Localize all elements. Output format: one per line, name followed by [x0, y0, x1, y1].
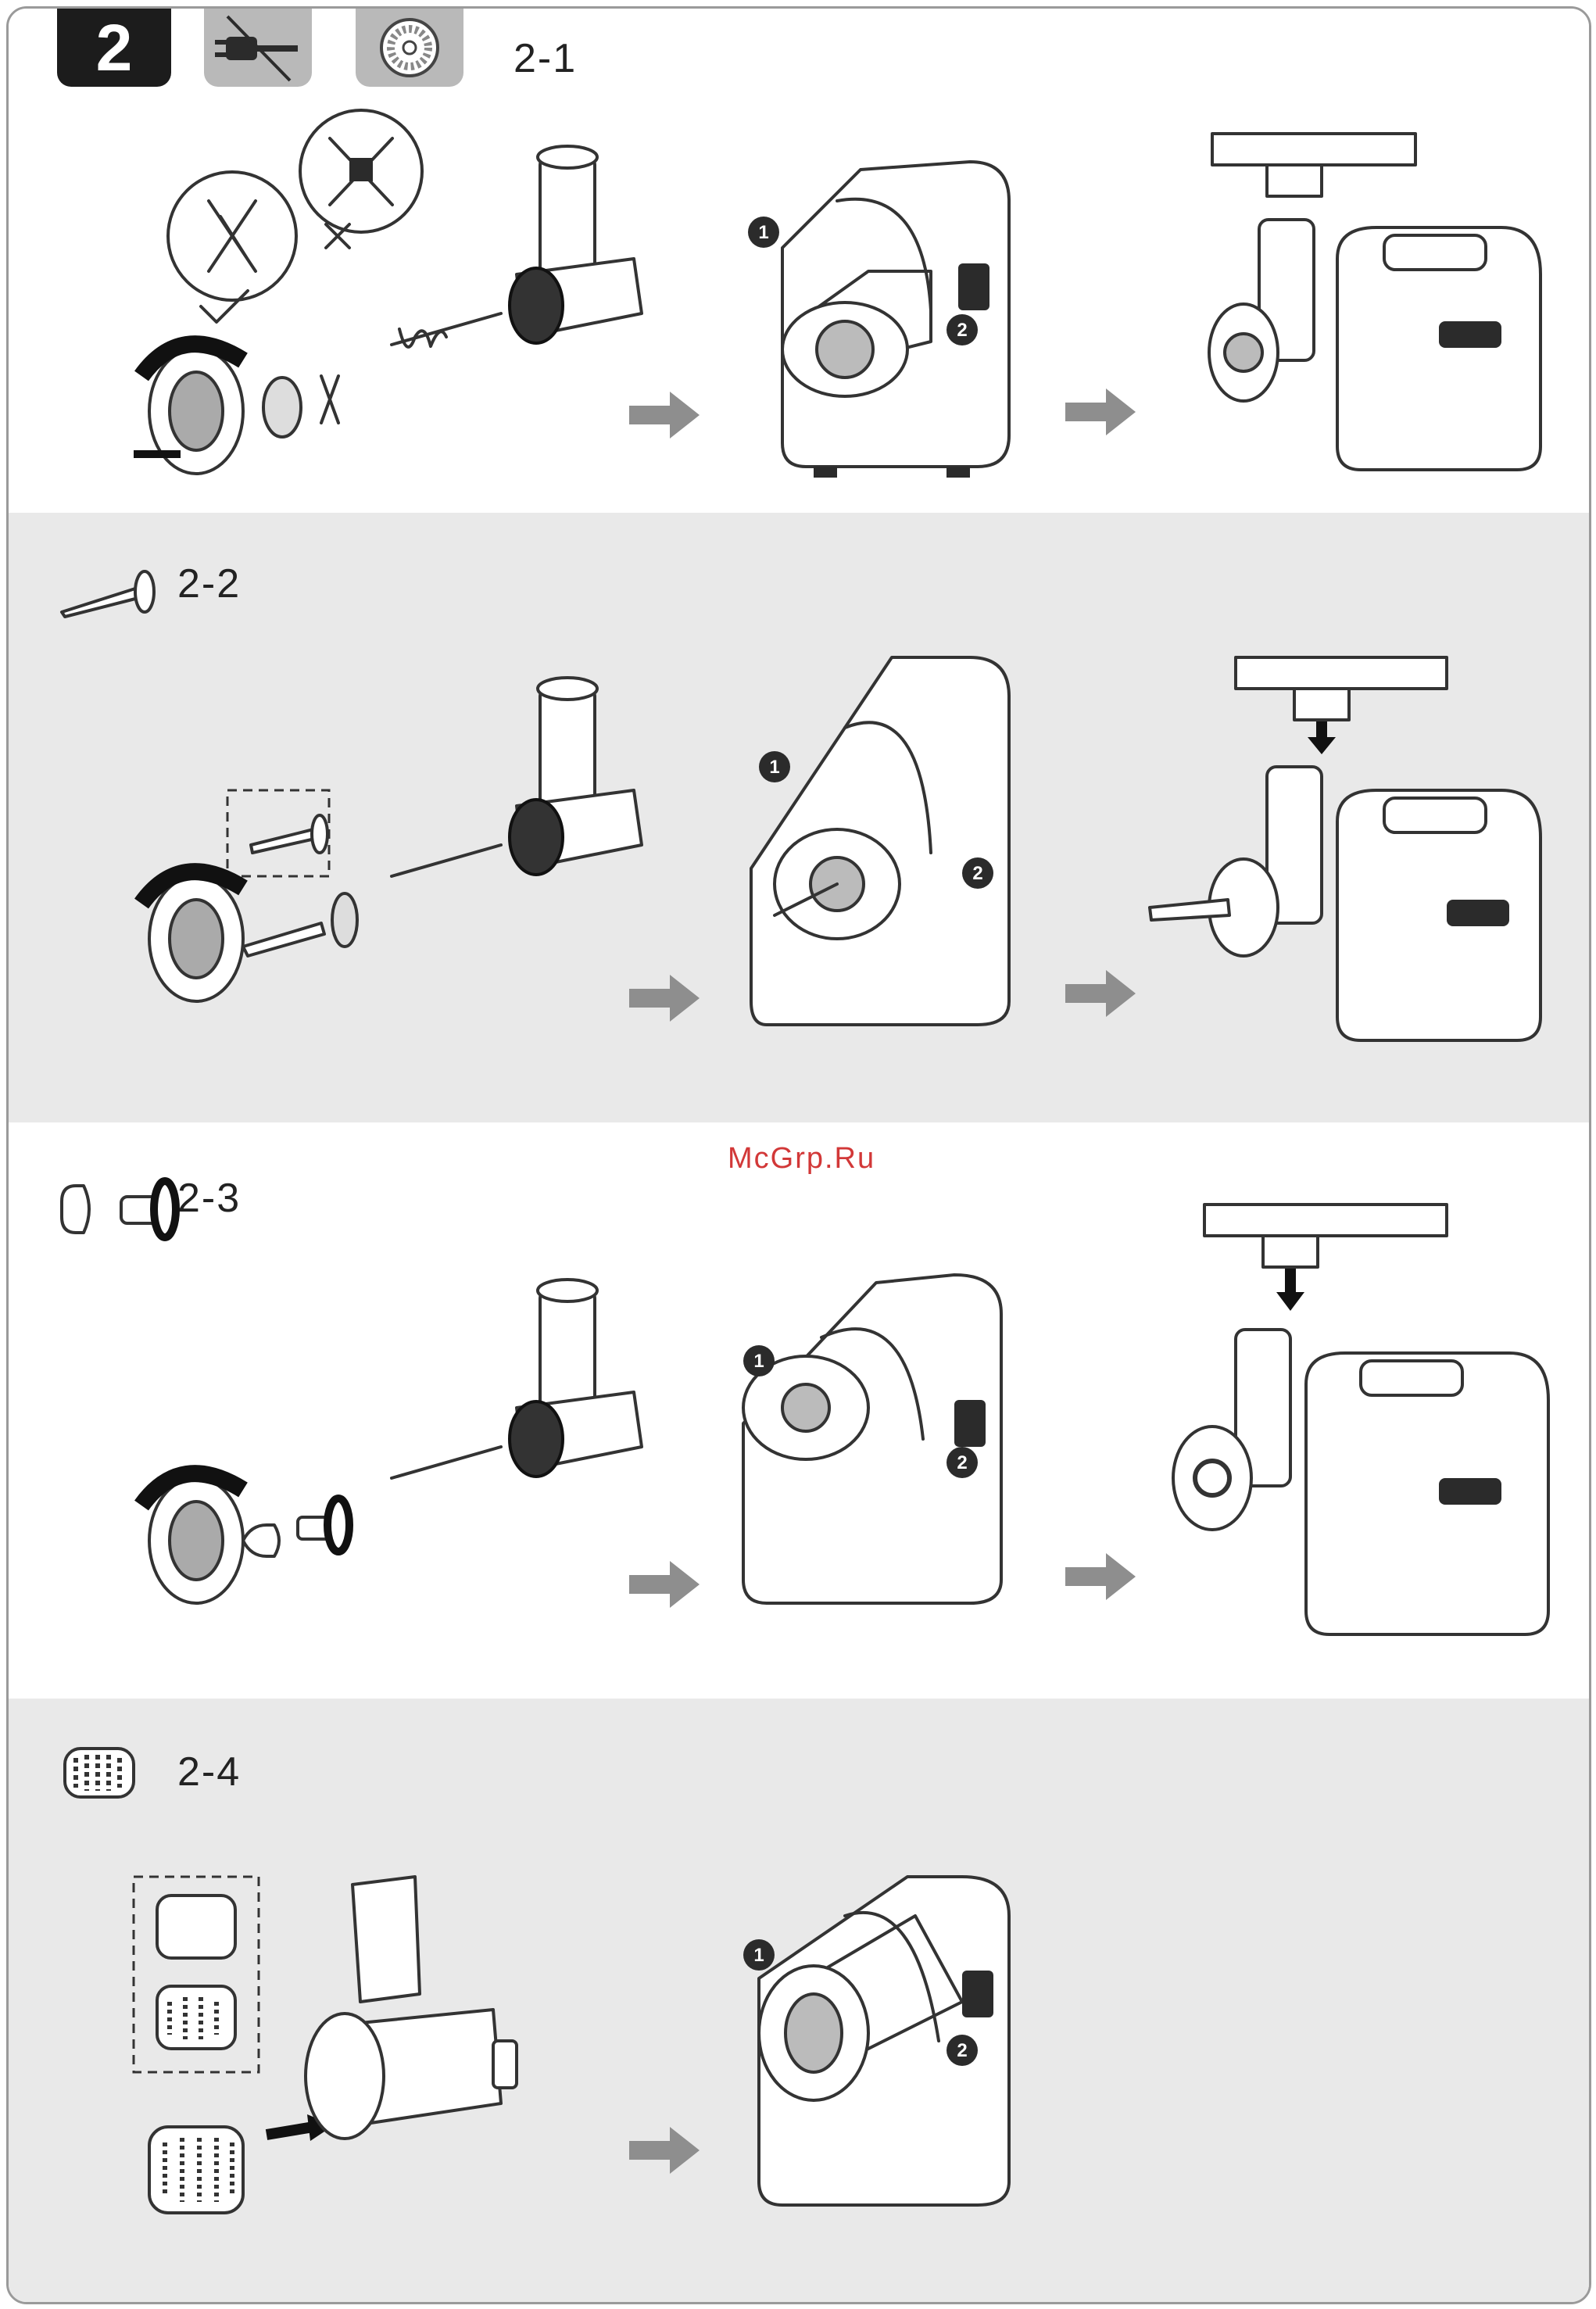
- svg-text:2: 2: [957, 1452, 967, 1473]
- svg-text:1: 1: [758, 222, 768, 243]
- section-number: 2: [57, 9, 171, 87]
- assembled-machine-2-1: [1197, 118, 1556, 493]
- next-arrow-icon: [1065, 970, 1136, 1017]
- assembled-machine-2-3: [1150, 1197, 1556, 1650]
- machine-mounting-2-3: 1 2: [720, 1267, 1017, 1611]
- grater-drum-icon: [59, 1742, 140, 1803]
- unplug-icon: [204, 9, 312, 87]
- next-arrow-icon: [629, 1561, 700, 1608]
- sausage-nozzle-icon: [57, 565, 159, 620]
- exploded-assembly-2-2: [134, 673, 665, 1001]
- next-arrow-icon: [629, 975, 700, 1022]
- mincing-plate-icon: [356, 9, 463, 87]
- step-label-2-3: 2-3: [177, 1175, 241, 1222]
- exploded-assembly-2-3: [134, 1291, 665, 1619]
- manual-page: 2 2-1 2-2 2-3 2-4 McGrp.Ru: [6, 6, 1591, 2304]
- svg-text:2: 2: [972, 863, 982, 884]
- svg-text:2: 2: [957, 2040, 967, 2061]
- kibbeh-attachment-icon: [54, 1178, 187, 1248]
- next-arrow-icon: [629, 2127, 700, 2174]
- exploded-assembly-2-1: [134, 141, 665, 485]
- assembled-machine-2-2: [1134, 650, 1556, 1056]
- machine-mounting-2-2: 1 2: [735, 650, 1017, 1040]
- next-arrow-icon: [629, 392, 700, 439]
- step-label-2-1: 2-1: [514, 35, 577, 82]
- machine-mounting-2-4: 1 2: [728, 1869, 1025, 2213]
- svg-text:1: 1: [753, 1351, 764, 1372]
- step-label-2-4: 2-4: [177, 1749, 241, 1795]
- grater-assembly-2-4: [126, 1869, 532, 2228]
- watermark: McGrp.Ru: [728, 1142, 875, 1176]
- next-arrow-icon: [1065, 1553, 1136, 1600]
- next-arrow-icon: [1065, 388, 1136, 435]
- svg-text:1: 1: [769, 757, 779, 778]
- svg-text:2: 2: [957, 320, 967, 341]
- section-badge: 2: [57, 9, 171, 87]
- step-label-2-2: 2-2: [177, 560, 241, 607]
- svg-text:1: 1: [753, 1945, 764, 1966]
- machine-mounting-2-1: 1 2: [735, 154, 1017, 482]
